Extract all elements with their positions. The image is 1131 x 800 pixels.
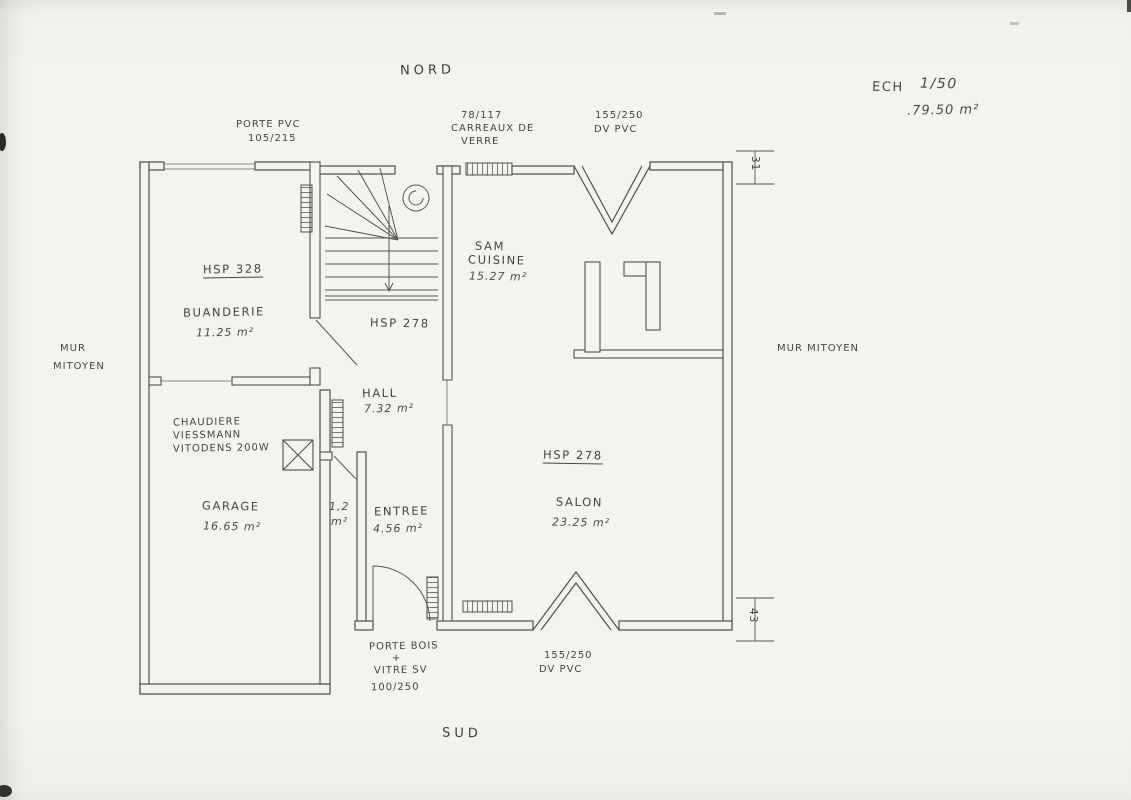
wc-area-unit: m² — [331, 515, 349, 528]
glass-block-label-1: CARREAUX DE — [451, 123, 535, 134]
porte-bois-label-2: + — [391, 652, 402, 665]
radiators-and-glazing — [300, 162, 513, 620]
glass-block-size: 78/117 — [461, 110, 503, 121]
sam-cuisine-name-1: SAM — [474, 238, 506, 254]
buanderie-name: BUANDERIE — [182, 304, 266, 320]
window-top-type: DV PVC — [594, 124, 638, 135]
window-bottom-size: 155/250 — [544, 650, 593, 661]
porte-bois-label-1: PORTE BOIS — [368, 640, 439, 653]
porte-pvc-label: PORTE PVC — [236, 119, 301, 130]
sam-cuisine-name-2: CUISINE — [467, 252, 526, 268]
garage-name: GARAGE — [201, 498, 260, 514]
entree-name: ENTREE — [373, 503, 430, 519]
stair-spiral-icon — [402, 184, 430, 212]
window-top-size: 155/250 — [595, 110, 644, 121]
porte-bois-size: 100/250 — [370, 681, 420, 694]
interior-walls — [148, 161, 724, 622]
bay-window-bottom — [532, 570, 620, 631]
radiator-entree — [462, 600, 513, 613]
door-leaf-buanderie — [315, 319, 358, 366]
radiator-buanderie — [300, 184, 313, 233]
stair-direction-arrow-icon — [384, 206, 394, 293]
buanderie-hsp: HSP 328 — [202, 261, 263, 279]
wc-area-value: 1,2 — [329, 500, 350, 513]
entrance-sidelight — [426, 576, 439, 620]
entrance-door-swing — [372, 565, 431, 622]
glass-block-window — [465, 162, 513, 176]
boiler-label-3: VITODENS 200W — [172, 442, 270, 455]
chimney-block — [584, 261, 661, 353]
total-area-label: .79.50 m² — [906, 102, 980, 119]
porte-bois-label-3: VITRE SV — [373, 664, 428, 677]
bay-window-top — [573, 165, 651, 236]
party-wall-left-line2: MITOYEN — [53, 361, 105, 372]
stairs-hsp: HSP 278 — [369, 315, 430, 331]
salon-name: SALON — [555, 494, 604, 510]
staircase — [324, 167, 438, 301]
party-wall-left-line1: MUR — [60, 343, 86, 354]
glass-block-label-2: VERRE — [461, 136, 500, 147]
garage-area: 16.65 m² — [202, 519, 262, 534]
entree-area: 4.56 m² — [372, 521, 424, 536]
buanderie-area: 11.25 m² — [195, 325, 255, 340]
boiler-symbol — [282, 439, 314, 471]
porte-pvc-size: 105/215 — [248, 133, 297, 144]
hall-area: 7.32 m² — [363, 401, 415, 416]
scale-ech-label: ECH — [871, 79, 905, 96]
scale-value: 1/50 — [919, 75, 958, 93]
window-bottom-type: DV PVC — [539, 664, 583, 675]
dimension-right-top: 31 — [749, 156, 761, 172]
compass-north-label: NORD — [399, 62, 456, 79]
dimension-right-bottom: 43 — [747, 608, 759, 624]
compass-south-label: SUD — [441, 725, 482, 742]
radiator-hall — [331, 399, 344, 448]
door-leaf-wc — [333, 455, 357, 480]
hall-name: HALL — [361, 385, 398, 401]
boiler-label-2: VIESSMANN — [172, 429, 242, 442]
dimension-marks — [736, 150, 774, 642]
salon-area: 23.25 m² — [551, 515, 611, 530]
door-openings — [161, 163, 452, 426]
salon-hsp: HSP 278 — [542, 447, 603, 465]
door-swings — [315, 319, 431, 622]
sam-cuisine-area: 15.27 m² — [468, 269, 528, 284]
party-wall-right-label: MUR MITOYEN — [777, 343, 859, 354]
boiler-label-1: CHAUDIERE — [172, 416, 241, 429]
